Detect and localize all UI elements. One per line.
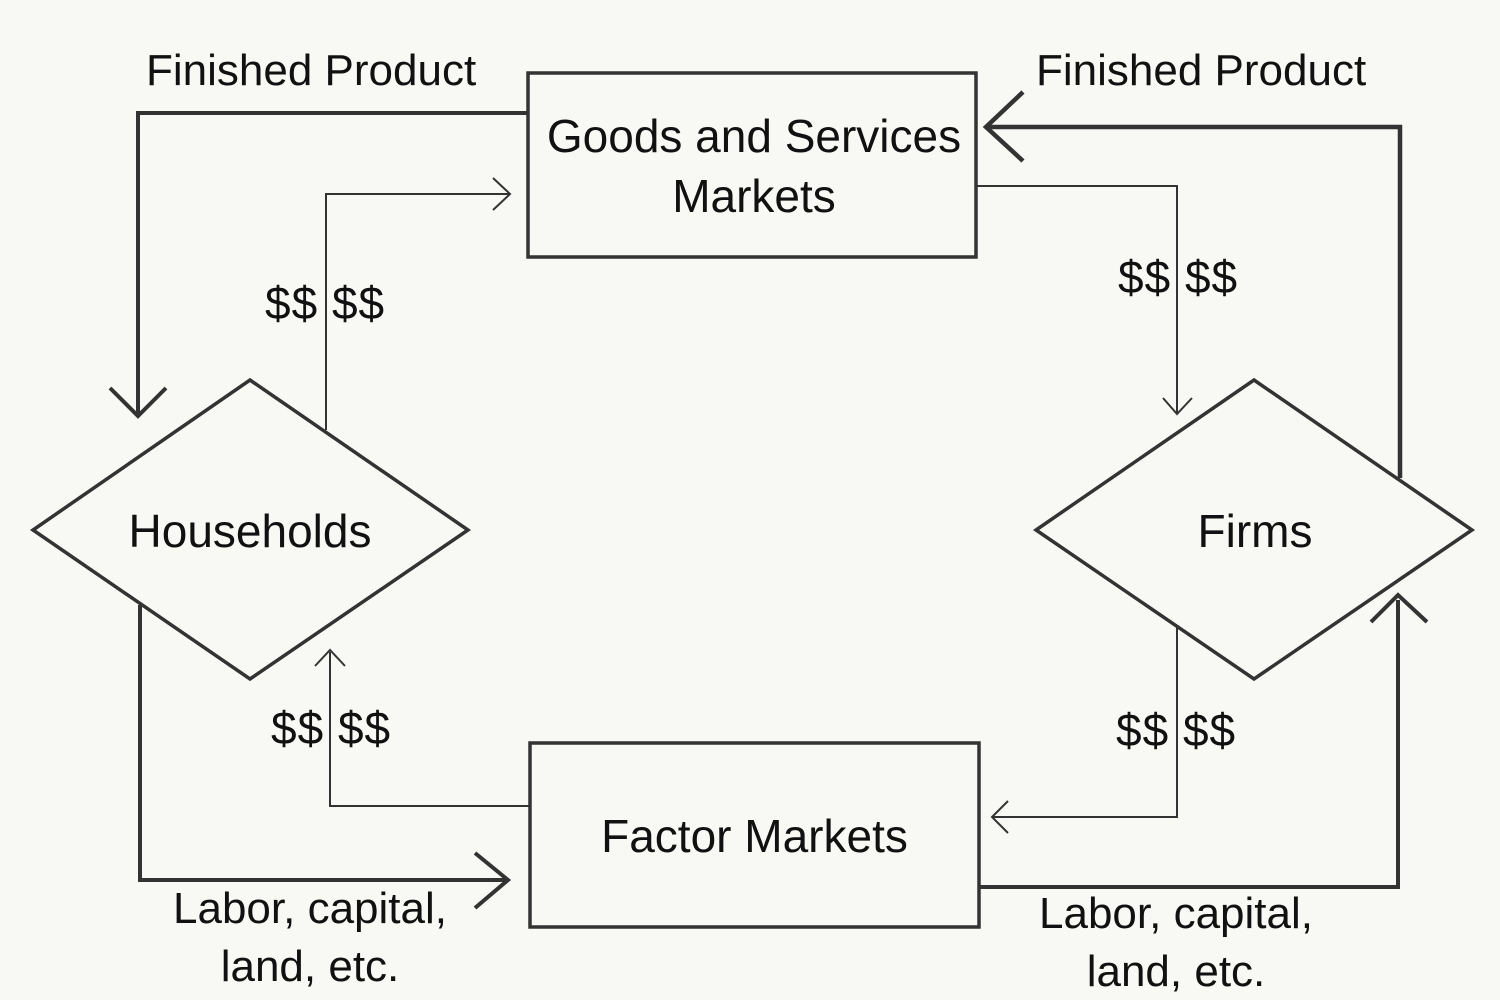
money-arrowhead-to-goods [492, 177, 512, 211]
factor-markets-box [528, 741, 981, 929]
firms-label: Firms [1080, 500, 1430, 562]
money-arrowhead-to-households [314, 648, 346, 667]
goods-services-markets-label: Goods and Services Markets [540, 80, 968, 252]
money-flow-factor-to-households [329, 652, 530, 807]
factor-flow-factor-markets-to-firms [979, 600, 1400, 889]
firms-text: Firms [1197, 505, 1313, 557]
households-label: Households [60, 500, 440, 562]
finished-product-arrowhead-right [982, 90, 1025, 163]
factor-markets-text: Factor Markets [601, 810, 908, 862]
households-diamond [29, 377, 472, 682]
money-flow-firms-to-factor [992, 627, 1178, 818]
goods-services-markets-text: Goods and Services Markets [546, 110, 962, 222]
factor-flow-households-to-factor-markets [138, 605, 508, 882]
money-flow-households-to-goods [325, 193, 510, 430]
finished-product-flow-left [136, 111, 528, 413]
money-label-firms-to-factor: $$ $$ [1116, 704, 1237, 756]
money-arrowhead-to-firms [1162, 397, 1193, 416]
factor-arrowhead-to-firms [1369, 592, 1429, 624]
money-label-households-to-goods: $$ $$ [265, 277, 386, 329]
households-text: Households [128, 505, 372, 557]
goods-services-markets-box [526, 71, 978, 259]
money-label-factor-to-households: $$ $$ [271, 702, 392, 754]
finished-product-label-left: Finished Product [146, 46, 477, 95]
money-arrowhead-to-factor [990, 800, 1009, 834]
factor-markets-label: Factor Markets [530, 748, 979, 924]
money-label-goods-to-firms: $$ $$ [1118, 251, 1239, 303]
money-flow-goods-to-firms [976, 185, 1178, 413]
finished-product-label-right: Finished Product [1036, 46, 1367, 95]
finished-product-arrowhead-left [108, 386, 168, 419]
factor-label-households-to-factor-markets: Labor, capital, land, etc. [173, 884, 447, 991]
factor-arrowhead-to-factor-markets [473, 851, 512, 910]
finished-product-flow-right [986, 124, 1403, 478]
firms-diamond [1032, 377, 1476, 682]
factor-label-factor-markets-to-firms: Labor, capital, land, etc. [1039, 889, 1313, 996]
